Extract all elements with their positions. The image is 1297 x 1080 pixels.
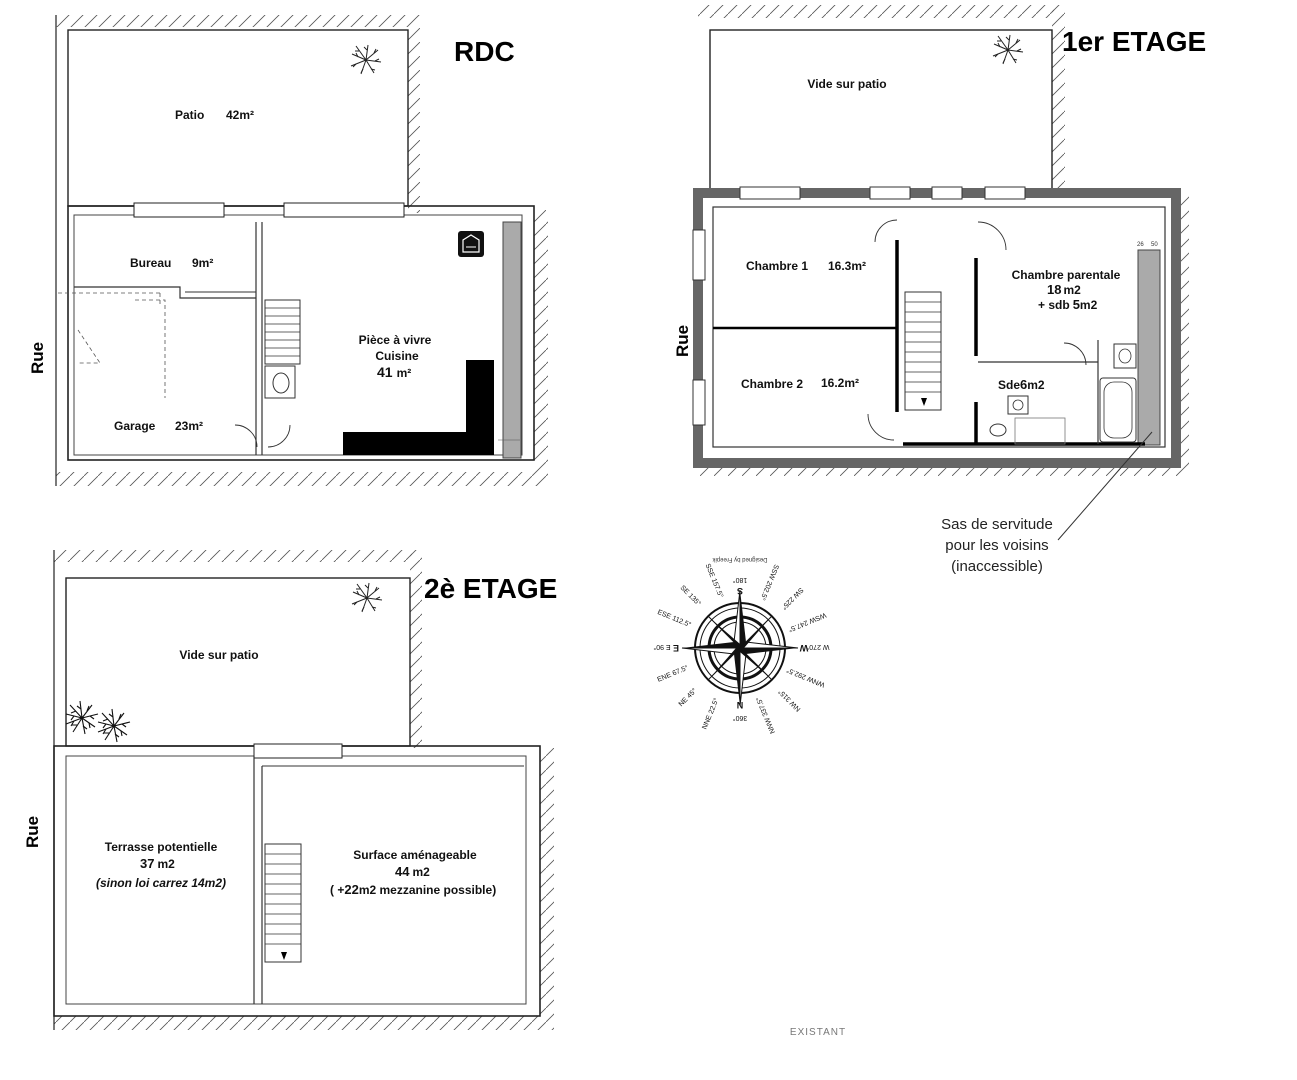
- compass-minor-label: SW 225°: [780, 586, 805, 611]
- surface-note: ( +22m2 mezzanine possible): [330, 882, 496, 897]
- compass-s-deg: 180°: [733, 576, 748, 584]
- chambre2-area: 16.2m²: [821, 376, 859, 390]
- living-kitchen: Cuisine: [375, 349, 419, 363]
- compass-w-deg: W 270°: [806, 643, 829, 651]
- compass-minor-label: ESE 112.5°: [656, 608, 692, 629]
- patio-area: 42m²: [226, 108, 254, 122]
- garage-area: 23m²: [175, 419, 203, 433]
- compass-minor-label: NNE 22.5°: [701, 697, 721, 731]
- rdc-title: RDC: [454, 36, 515, 67]
- footer-label: EXISTANT: [790, 1027, 846, 1038]
- surface-name: Surface aménageable: [353, 848, 477, 862]
- servitude-note-line1: Sas de servitude: [941, 516, 1053, 533]
- compass-rose: N 360° S 180° E E 90° W W 270° NNE 22.5°…: [653, 556, 829, 735]
- compass-n-deg: 360°: [733, 714, 748, 722]
- compass-minor-label: NE 45°: [677, 687, 699, 709]
- etage2-title: 2è ETAGE: [424, 573, 557, 604]
- compass-minor-label: SSW 202.5°: [758, 563, 780, 602]
- living-name: Pièce à vivre: [359, 333, 432, 347]
- parentale-name: Chambre parentale: [1012, 268, 1121, 282]
- compass-minor-label: WNW 292.5°: [785, 666, 826, 689]
- compass-n: N: [737, 700, 744, 710]
- terrasse-name: Terrasse potentielle: [105, 840, 218, 854]
- compass-minor-label: WSW 247.5°: [787, 611, 827, 634]
- etage2-void-label: Vide sur patio: [179, 648, 258, 662]
- rdc-street-label: Rue: [28, 342, 47, 374]
- garage-name: Garage: [114, 419, 156, 433]
- sde-label: Sde6m2: [998, 377, 1045, 392]
- compass-minor-label: ENE 67.5°: [656, 664, 690, 684]
- patio-name: Patio: [175, 108, 204, 122]
- compass-w: W: [799, 643, 808, 653]
- etage1-plan: 26 50 1er ETAGE Rue Vide sur patio Chamb…: [673, 5, 1206, 575]
- compass-minor-label: SE 135°: [679, 584, 703, 608]
- rdc-plan: RDC Rue Patio 42m² Bureau 9m² Garage 23m…: [28, 15, 548, 486]
- chambre1-name: Chambre 1: [746, 259, 808, 273]
- chambre2-name: Chambre 2: [741, 377, 803, 391]
- compass-minor-label: SSE 157.5°: [704, 562, 725, 599]
- etage2-street-label: Rue: [23, 816, 42, 848]
- compass-minor-label: NNW 337.5°: [755, 696, 777, 735]
- bureau-name: Bureau: [130, 256, 171, 270]
- dim-26: 26: [1137, 242, 1144, 248]
- bureau-area: 9m²: [192, 256, 213, 270]
- compass-e: E: [673, 643, 679, 653]
- servitude-note-line3: (inaccessible): [951, 558, 1043, 575]
- etage1-void-label: Vide sur patio: [807, 77, 886, 91]
- compass-credit: Designed by Freepik: [711, 556, 767, 562]
- servitude-note-line2: pour les voisins: [945, 537, 1048, 554]
- chambre1-area: 16.3m²: [828, 259, 866, 273]
- compass-s: S: [737, 586, 743, 596]
- dim-50: 50: [1151, 242, 1158, 248]
- compass-e-deg: E 90°: [653, 643, 670, 651]
- terrasse-note: (sinon loi carrez 14m2): [96, 876, 226, 890]
- etage2-plan: 2è ETAGE Rue Vide sur patio Terrasse pot…: [23, 550, 557, 1030]
- etage1-street-label: Rue: [673, 325, 692, 357]
- compass-minor-label: NW 315°: [777, 687, 803, 713]
- etage1-title: 1er ETAGE: [1062, 26, 1206, 57]
